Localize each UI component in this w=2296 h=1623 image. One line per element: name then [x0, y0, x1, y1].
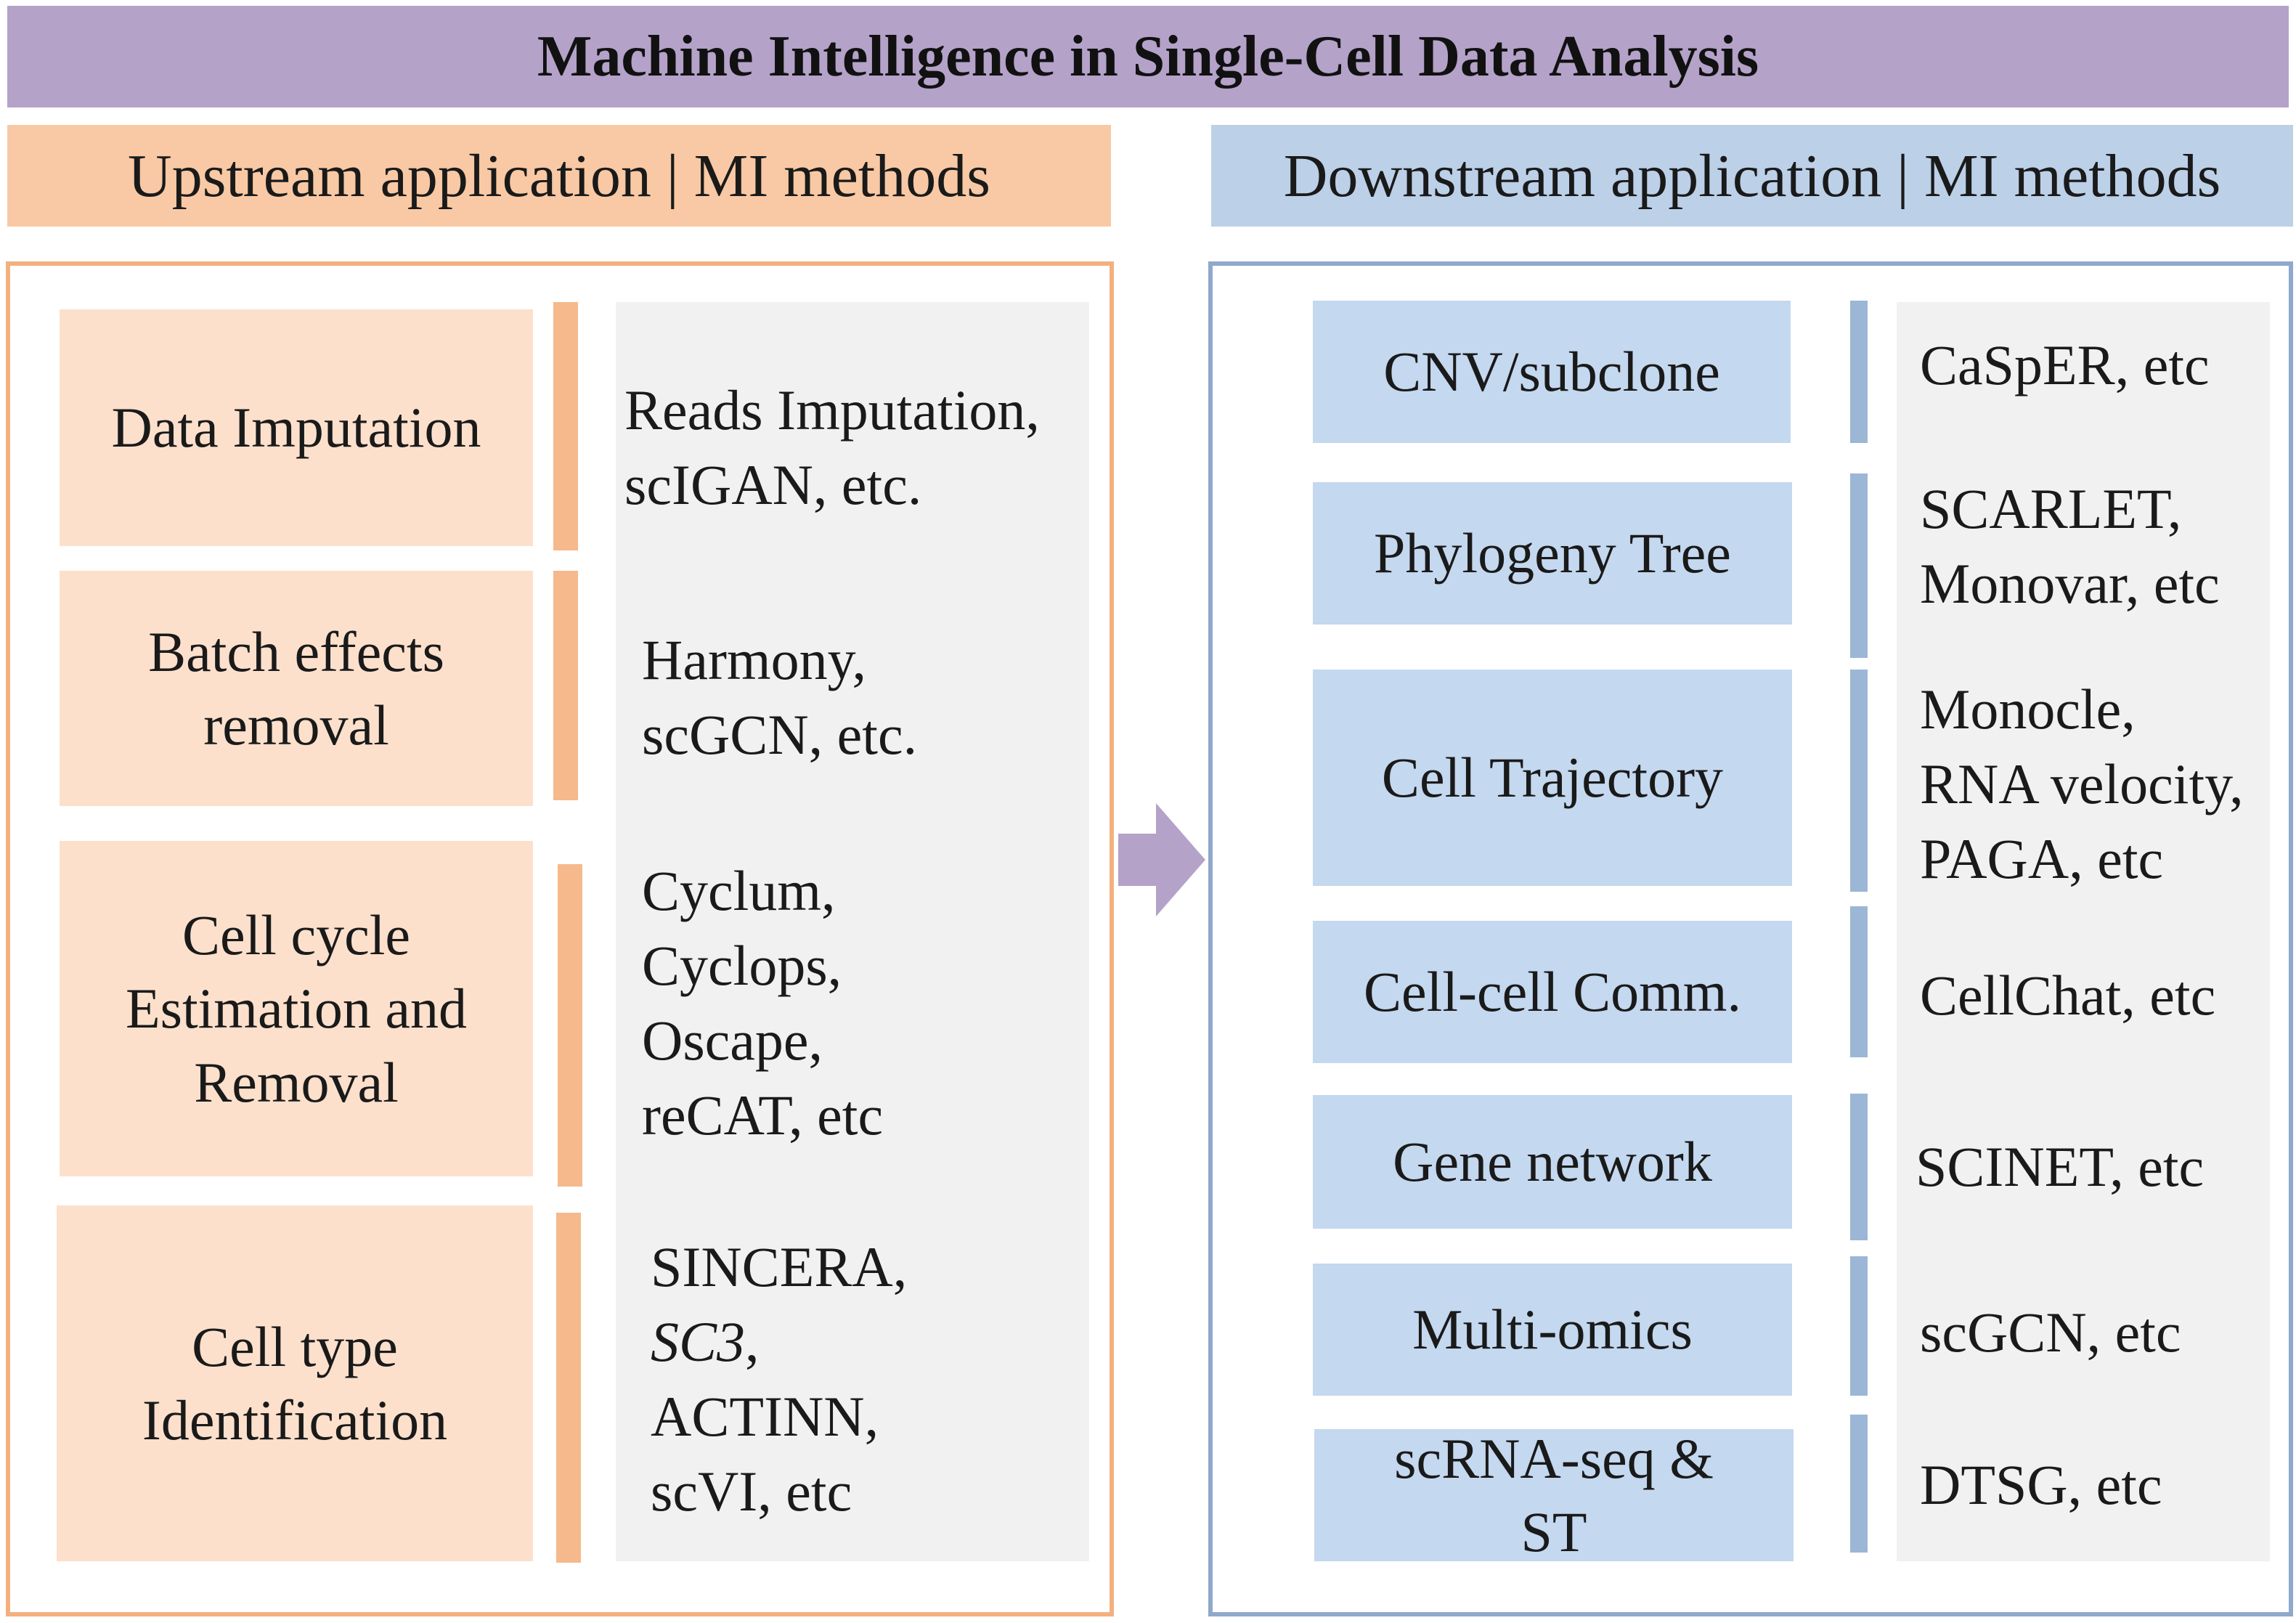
downstream-application-box: Cell Trajectory	[1313, 670, 1792, 886]
downstream-methods-text: CaSpER, etc	[1920, 333, 2210, 396]
downstream-separator-bar	[1850, 1415, 1868, 1553]
downstream-application-box: scRNA-seq & ST	[1314, 1427, 1794, 1563]
downstream-methods-text: scGCN, etc	[1920, 1301, 2181, 1364]
methods-italic-text: SC3	[651, 1309, 746, 1373]
downstream-separator-bar	[1850, 670, 1868, 892]
title-banner: Machine Intelligence in Single-Cell Data…	[7, 6, 2289, 107]
downstream-methods-text: CellChat, etc	[1920, 964, 2216, 1027]
downstream-separator-bar	[1850, 301, 1868, 443]
downstream-methods-text: DTSG, etc	[1920, 1453, 2162, 1516]
downstream-separator-bar	[1850, 1256, 1868, 1396]
upstream-application-box: Data Imputation	[60, 309, 533, 546]
downstream-methods-text: SCINET, etc	[1916, 1135, 2205, 1198]
upstream-separator-bar	[553, 302, 578, 550]
upstream-separator-bar	[556, 1213, 581, 1563]
methods-text-part: , ACTINN, scVI, etc	[651, 1309, 879, 1523]
upstream-header: Upstream application | MI methods	[7, 125, 1111, 227]
upstream-application-box: Batch effects removal	[60, 571, 533, 806]
downstream-application-box: Gene network	[1313, 1095, 1792, 1229]
downstream-application-box: Multi-omics	[1313, 1264, 1792, 1396]
upstream-methods-text: Harmony, scGCN, etc.	[642, 628, 918, 766]
downstream-methods-column	[1897, 302, 2270, 1561]
downstream-header: Downstream application | MI methods	[1211, 125, 2293, 227]
upstream-methods-text: SINCERA, SC3, ACTINN, scVI, etc	[651, 1230, 1089, 1529]
downstream-application-box: Phylogeny Tree	[1313, 482, 1792, 625]
downstream-separator-bar	[1850, 906, 1868, 1057]
methods-text-part: SINCERA,	[651, 1235, 908, 1298]
downstream-application-box: CNV/subclone	[1313, 301, 1791, 443]
upstream-methods-text: Cyclum, Cyclops, Oscape, reCAT, etc	[642, 859, 884, 1147]
upstream-application-box: Cell type Identification	[57, 1205, 533, 1561]
upstream-separator-bar	[558, 864, 582, 1187]
downstream-separator-bar	[1850, 1094, 1868, 1240]
downstream-methods-text: SCARLET, Monovar, etc	[1920, 477, 2220, 615]
upstream-application-box: Cell cycle Estimation and Removal	[60, 841, 533, 1176]
upstream-methods-column	[616, 302, 1089, 1561]
diagram-title: Machine Intelligence in Single-Cell Data…	[537, 24, 1759, 89]
upstream-methods-text: Reads Imputation, scIGAN, etc.	[624, 378, 1040, 516]
flow-arrow-icon	[1118, 803, 1205, 916]
downstream-application-box: Cell-cell Comm.	[1313, 921, 1792, 1063]
upstream-separator-bar	[553, 571, 578, 800]
downstream-separator-bar	[1850, 473, 1868, 658]
downstream-methods-text: Monocle, RNA velocity, PAGA, etc	[1920, 678, 2244, 890]
